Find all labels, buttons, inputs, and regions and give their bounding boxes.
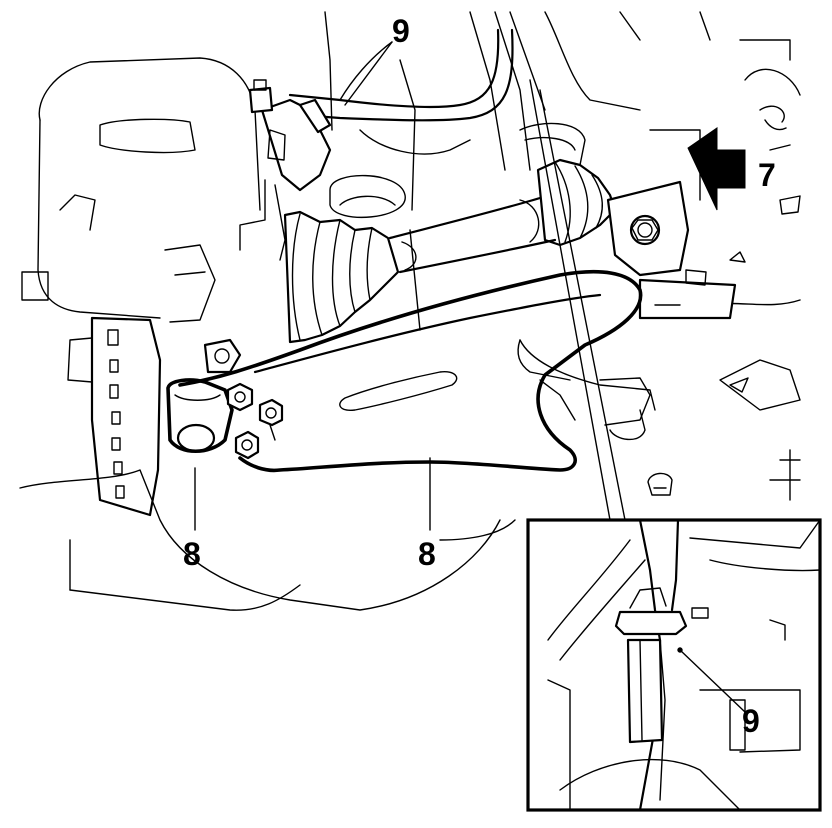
bracket-top [239,79,332,261]
callout-label-9-inset: 9 [742,703,760,739]
callout-label-7: 7 [758,157,776,193]
arm-bolts [226,382,284,460]
callout-label-8-right: 8 [418,536,436,572]
arm-bushing-front [166,338,242,453]
arrow-right-icon [687,127,746,211]
drive-shaft [388,196,557,274]
lower-control-arm [178,269,656,473]
callout-label-8-left: 8 [183,536,201,572]
brake-line [288,28,514,155]
callout-label-9-top: 9 [392,13,410,49]
fasteners-misc [647,105,791,496]
leader-lines [194,41,626,541]
strut-tower-outline [324,11,801,501]
detail-inset [526,518,822,812]
cv-boot-inner [283,210,400,344]
slotted-bracket [67,316,162,517]
hub-area [329,122,586,219]
cv-boot-outer [536,158,617,247]
